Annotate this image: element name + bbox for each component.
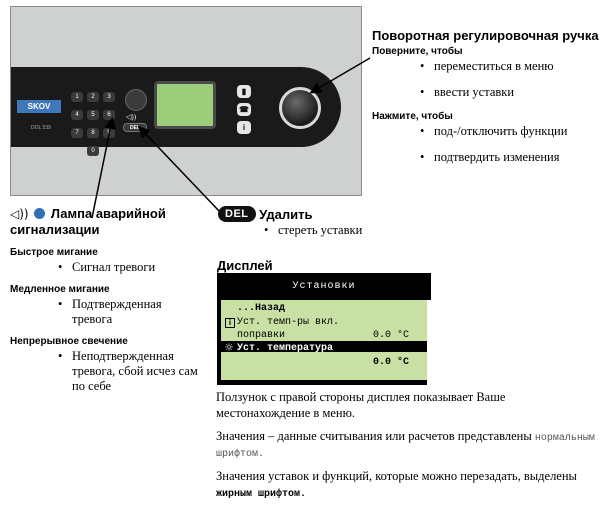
- delete-section: DEL Удалить стереть уставки: [218, 206, 418, 238]
- normal-font-text: Значения – данные считывания или расчето…: [216, 429, 532, 443]
- list-item: Подтвержденная тревога: [58, 297, 188, 327]
- key-1[interactable]: 1: [71, 92, 83, 102]
- rotary-knob[interactable]: [279, 87, 321, 129]
- display-value-area: [221, 352, 427, 380]
- del-button-icon: DEL: [218, 206, 256, 222]
- list-item: переместиться в меню: [420, 59, 600, 74]
- delete-list: стереть уставки: [264, 223, 418, 238]
- display-row3-label: Уст. температура: [237, 343, 334, 354]
- key-0[interactable]: 0: [87, 146, 99, 156]
- sun-icon: ☼: [224, 341, 234, 354]
- device-lcd-screen: [154, 81, 216, 129]
- model-label: DOL 539: [31, 125, 51, 131]
- key-3[interactable]: 3: [103, 92, 115, 102]
- display-header: Установки: [292, 281, 356, 292]
- brand-logo: SKOV: [17, 100, 61, 113]
- info-icon: i: [225, 318, 235, 328]
- display-row2-label: поправки: [237, 330, 286, 341]
- normal-font-paragraph: Значения – данные считывания или расчето…: [216, 428, 596, 460]
- key-6[interactable]: 6: [103, 110, 115, 120]
- alarm-lamp-dot-icon: [34, 208, 46, 219]
- press-list: под-/отключить функции подтвердить измен…: [420, 124, 600, 165]
- steady-light-heading: Непрерывное свечение: [10, 336, 128, 347]
- alarm-title-line2: сигнализации: [10, 222, 100, 237]
- alarm-title: ◁)) Лампа аварийной сигнализации: [10, 206, 210, 238]
- numeric-keypad: 123 456 789 0: [69, 85, 121, 157]
- delete-title-row: DEL Удалить: [218, 206, 418, 223]
- device-menu-button[interactable]: ▮: [237, 85, 251, 98]
- display-row1-label: Уст. темп-ры вкл.: [237, 317, 340, 328]
- key-8[interactable]: 8: [87, 128, 99, 138]
- turn-heading: Поверните, чтобы: [372, 46, 463, 57]
- bold-font-paragraph: Значения уставок и функций, которые можн…: [216, 468, 596, 500]
- slider-paragraph: Ползунок с правой стороны дисплея показы…: [216, 390, 506, 420]
- alarm-section: ◁)) Лампа аварийной сигнализации Быстрое…: [10, 206, 210, 394]
- list-item: стереть уставки: [264, 223, 418, 238]
- press-heading: Нажмите, чтобы: [372, 111, 453, 122]
- speaker-icon: ◁)): [10, 207, 29, 221]
- knob-title: Поворотная регулировочная ручка: [372, 28, 599, 43]
- key-5[interactable]: 5: [87, 110, 99, 120]
- list-item: Сигнал тревоги: [58, 260, 210, 275]
- normal-font-sample: нормальным шрифтом.: [216, 433, 595, 460]
- turn-list: переместиться в меню ввести уставки: [420, 59, 600, 100]
- device-info-button[interactable]: i: [237, 121, 251, 134]
- alarm-title-line1: Лампа аварийной: [50, 206, 166, 221]
- alarm-lamp-icon: ◁)): [126, 113, 137, 121]
- list-item: под-/отключить функции: [420, 124, 600, 139]
- display-back-row: ...Назад: [237, 303, 286, 314]
- key-2[interactable]: 2: [87, 92, 99, 102]
- device-phone-button[interactable]: ☎: [237, 103, 251, 116]
- display-row2-value: 0.0 °C: [372, 330, 409, 341]
- controller-device-photo: SKOV DOL 539 123 456 789 0 ◁)) DEL ▮ ☎ i: [10, 6, 362, 196]
- arrow-to-knob: [309, 57, 371, 94]
- fast-blink-heading: Быстрое мигание: [10, 247, 98, 258]
- bold-font-text: Значения уставок и функций, которые можн…: [216, 469, 577, 483]
- delete-title: Удалить: [259, 207, 313, 222]
- slow-blink-list: Подтвержденная тревога: [58, 297, 188, 327]
- key-7[interactable]: 7: [71, 128, 83, 138]
- slow-blink-heading: Медленное мигание: [10, 284, 110, 295]
- display-scrollbar: [427, 300, 431, 385]
- knob-section: Поворотная регулировочная ручка Повернит…: [372, 28, 600, 165]
- display-title: Дисплей: [217, 258, 273, 273]
- display-normal-area: [221, 300, 427, 341]
- fast-blink-list: Сигнал тревоги: [58, 260, 210, 275]
- arrow-to-del-button: [137, 125, 221, 213]
- menu-display-screenshot: Установки ...Назад i Уст. темп-ры вкл. п…: [217, 273, 431, 385]
- navigation-pad[interactable]: [125, 89, 147, 111]
- list-item: подтвердить изменения: [420, 150, 600, 165]
- list-item: ввести уставки: [420, 85, 600, 100]
- bold-font-sample: жирным шрифтом.: [216, 489, 307, 500]
- steady-light-list: Неподтвержденная тревога, сбой исчез сам…: [58, 349, 210, 394]
- key-4[interactable]: 4: [71, 110, 83, 120]
- list-item: Неподтвержденная тревога, сбой исчез сам…: [58, 349, 210, 394]
- display-row3-value: 0.0 °C: [372, 357, 409, 368]
- arrow-to-alarm-lamp: [91, 117, 117, 219]
